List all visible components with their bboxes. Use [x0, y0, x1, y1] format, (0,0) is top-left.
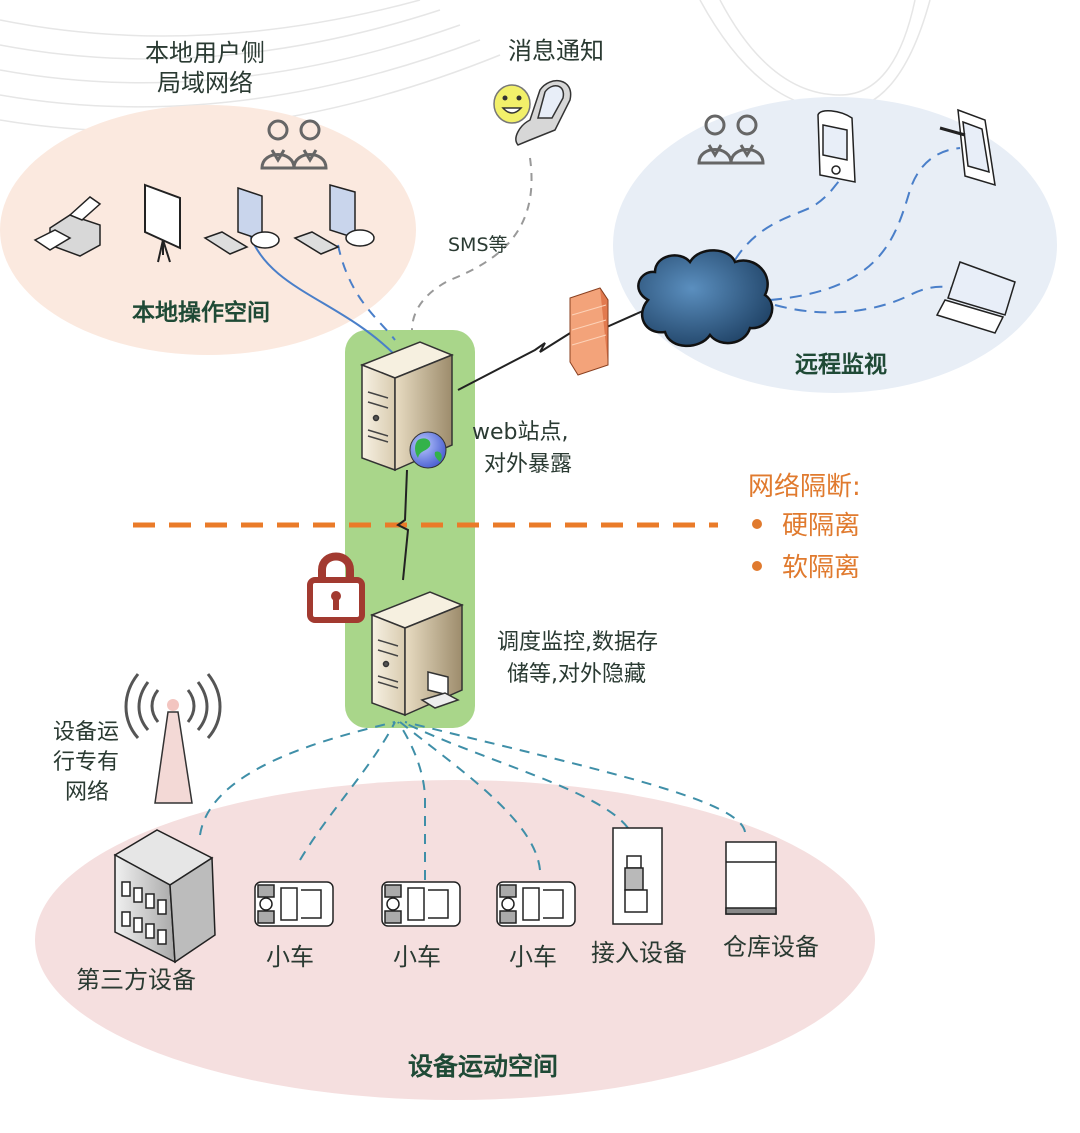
laptop-icon — [935, 261, 1016, 334]
link-web-firewall — [457, 329, 576, 391]
workstation-icon — [293, 184, 375, 255]
link-cart1-core — [299, 721, 396, 861]
cart-icon — [254, 881, 334, 927]
local-network-title-line2: 局域网络 — [157, 69, 253, 97]
device-label: 小车 — [509, 943, 557, 971]
links — [199, 147, 961, 880]
lock-icon — [307, 552, 365, 623]
device-network-line3: 网络 — [65, 780, 110, 805]
link-access-core — [402, 721, 629, 829]
warehouse-device-icon — [725, 841, 777, 915]
device-space-label: 设备运动空间 — [408, 1052, 559, 1081]
link-sms — [411, 157, 533, 331]
remote-monitor-label: 远程监视 — [795, 352, 887, 378]
core-server-desc-line2: 储等,对外隐藏 — [507, 662, 646, 687]
device-label: 小车 — [393, 943, 441, 971]
users-icon — [697, 114, 765, 165]
pda-icon — [817, 110, 856, 183]
web-server-desc-line1: web站点, — [472, 420, 569, 445]
isolation-item: 软隔离 — [752, 552, 860, 584]
isolation-item: 硬隔离 — [752, 510, 860, 542]
device-label: 第三方设备 — [76, 966, 196, 994]
link-workstation1-web — [249, 234, 396, 356]
building-icon — [113, 829, 216, 964]
link-cart2-core — [397, 721, 426, 880]
link-warehouse-core — [404, 721, 746, 833]
link-cart3-core — [399, 721, 541, 871]
cart-icon — [496, 881, 576, 927]
projector-screen-icon — [144, 183, 181, 263]
cloud-icon — [637, 249, 774, 348]
users-icon — [260, 119, 328, 170]
sms-link-label: SMS等 — [448, 234, 508, 256]
core-server-icon — [369, 591, 464, 717]
tablet-icon — [939, 108, 996, 187]
device-network-line1: 设备运 — [53, 720, 120, 745]
mobile-phone-icon — [515, 80, 572, 146]
link-building-core — [199, 721, 396, 836]
firewall-icon — [569, 287, 609, 376]
carts-group — [254, 881, 576, 927]
isolation-title: 网络隔断: — [748, 472, 861, 502]
web-server-desc-line2: 对外暴露 — [484, 452, 573, 477]
device-label: 小车 — [266, 943, 314, 971]
local-network-title-line1: 本地用户侧 — [145, 39, 265, 67]
antenna-icon — [124, 673, 222, 804]
printer-icon — [33, 196, 102, 257]
core-server-desc-line1: 调度监控,数据存 — [497, 630, 658, 655]
device-label: 仓库设备 — [723, 933, 819, 961]
workstation-icon — [203, 186, 280, 255]
link-cloud-laptop — [774, 285, 959, 314]
bullet-icon — [752, 518, 762, 529]
bullet-icon — [752, 560, 762, 571]
globe-icon — [409, 431, 447, 469]
smiley-icon — [493, 84, 531, 124]
device-network-line2: 行专有 — [53, 750, 120, 775]
link-web-core — [396, 469, 410, 581]
device-label: 接入设备 — [591, 939, 687, 967]
access-device-icon — [612, 827, 663, 925]
cart-icon — [381, 881, 461, 927]
device-zone — [35, 780, 875, 1100]
notification-title: 消息通知 — [508, 37, 604, 65]
link-cloud-tablet — [769, 147, 961, 301]
link-cloud-pda — [734, 179, 841, 261]
local-space-label: 本地操作空间 — [132, 300, 270, 326]
